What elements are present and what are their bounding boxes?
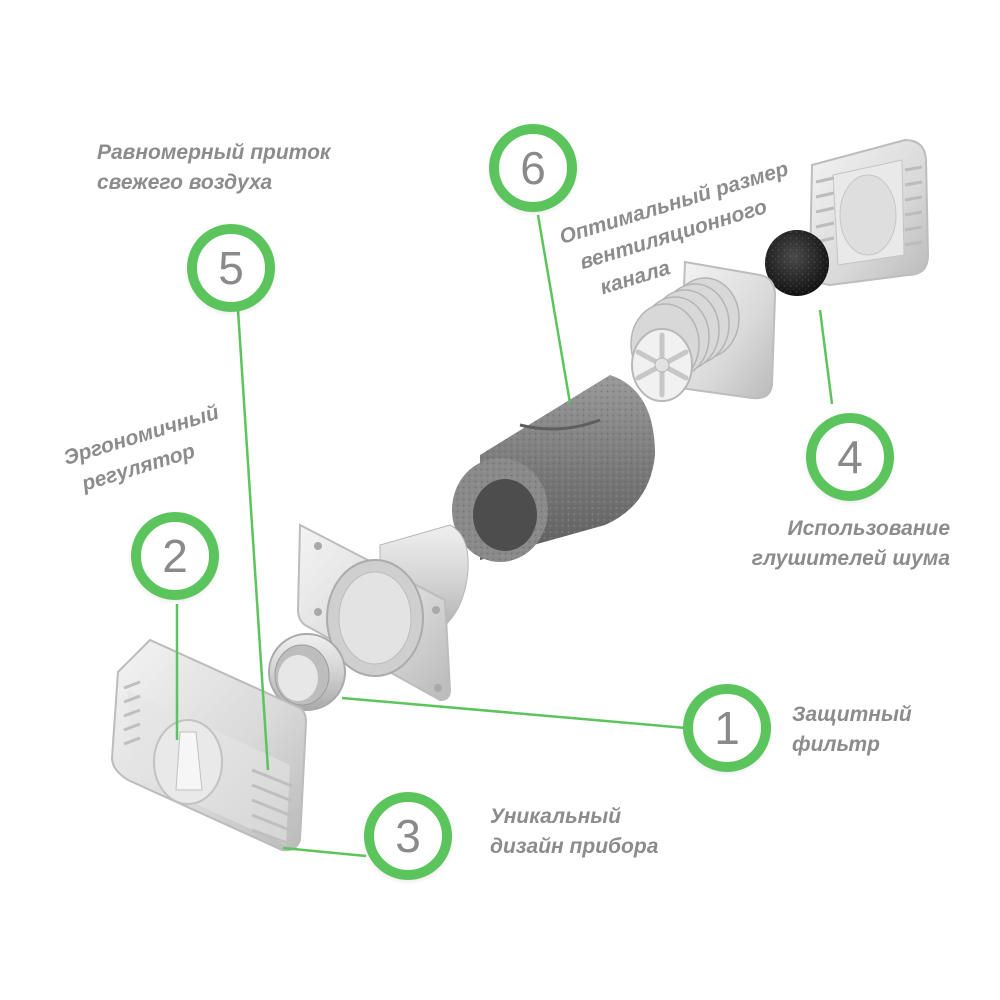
inner-flange-adapter — [296, 523, 469, 702]
callout-6: 6 — [489, 124, 577, 212]
front-panel — [110, 638, 308, 852]
connector-lines — [175, 214, 834, 858]
label-line: Защитный — [792, 703, 912, 726]
callout-2: 2 — [131, 512, 219, 600]
label-line: Равномерный приток — [97, 141, 331, 164]
callout-6-number: 6 — [520, 142, 546, 194]
callout-4: 4 — [806, 413, 894, 501]
callout-5: 5 — [187, 224, 275, 312]
label-protective-filter: Защитный фильтр — [792, 700, 912, 760]
label-noise-silencers: Использование глушителей шума — [690, 514, 950, 574]
callout-3-number: 3 — [395, 810, 421, 862]
label-line: фильтр — [792, 733, 880, 756]
foam-insulation-tube — [452, 375, 655, 562]
label-unique-design: Уникальный дизайн прибора — [490, 802, 658, 862]
callout-4-number: 4 — [837, 431, 863, 483]
protective-filter-ring — [268, 633, 346, 711]
label-line: свежего воздуха — [97, 171, 273, 194]
label-line: Использование — [787, 517, 950, 540]
label-line: Уникальный — [490, 805, 622, 828]
callout-5-number: 5 — [218, 242, 244, 294]
noise-silencer-disc — [765, 230, 829, 296]
callout-1-number: 1 — [714, 702, 740, 754]
label-line: дизайн прибора — [490, 835, 659, 858]
callout-1: 1 — [683, 684, 771, 772]
callout-2-number: 2 — [162, 530, 188, 582]
label-line: глушителей шума — [751, 547, 950, 570]
fan-unit — [630, 260, 777, 402]
label-fresh-air-flow: Равномерный приток свежего воздуха — [97, 138, 331, 198]
callout-3: 3 — [364, 792, 452, 880]
outer-grille-cap — [808, 138, 930, 287]
